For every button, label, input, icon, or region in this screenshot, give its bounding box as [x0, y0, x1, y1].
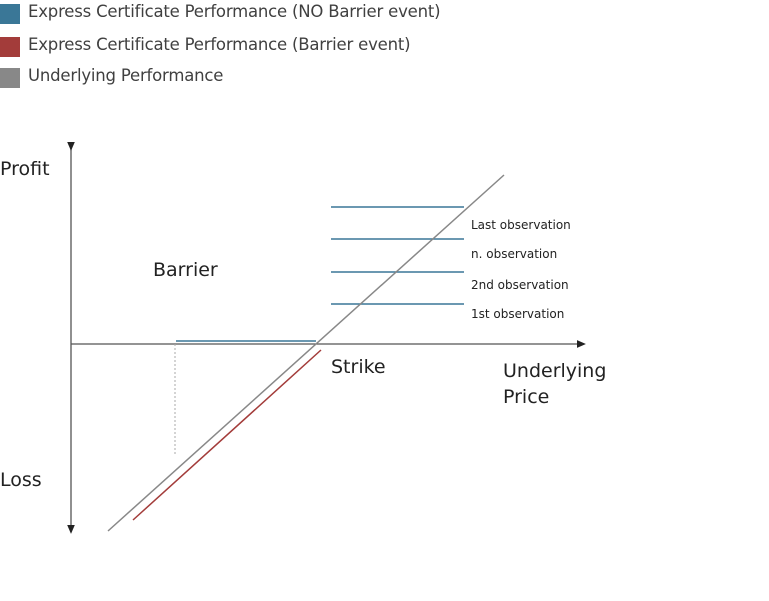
observation-label-n: n. observation: [471, 247, 558, 261]
x-axis-label-line2: Price: [503, 386, 550, 408]
observation-label-1st: 1st observation: [471, 307, 565, 321]
barrier-event-line: [132, 349, 322, 521]
underlying-performance-line: [107, 174, 505, 532]
legend-label: Underlying Performance: [28, 66, 224, 85]
legend-swatch-no-barrier: [0, 4, 20, 24]
x-axis-label-line1: Underlying: [503, 360, 607, 382]
observation-label-2nd: 2nd observation: [471, 278, 569, 292]
y-axis-loss-label: Loss: [0, 469, 42, 491]
legend-label: Express Certificate Performance (Barrier…: [28, 35, 411, 54]
strike-label: Strike: [331, 356, 386, 378]
legend-swatch-barrier: [0, 37, 20, 57]
legend-label: Express Certificate Performance (NO Barr…: [28, 2, 441, 21]
observation-label-last: Last observation: [471, 218, 571, 232]
legend-swatch-underlying: [0, 68, 20, 88]
y-axis-profit-label: Profit: [0, 158, 50, 180]
barrier-label: Barrier: [153, 259, 218, 281]
